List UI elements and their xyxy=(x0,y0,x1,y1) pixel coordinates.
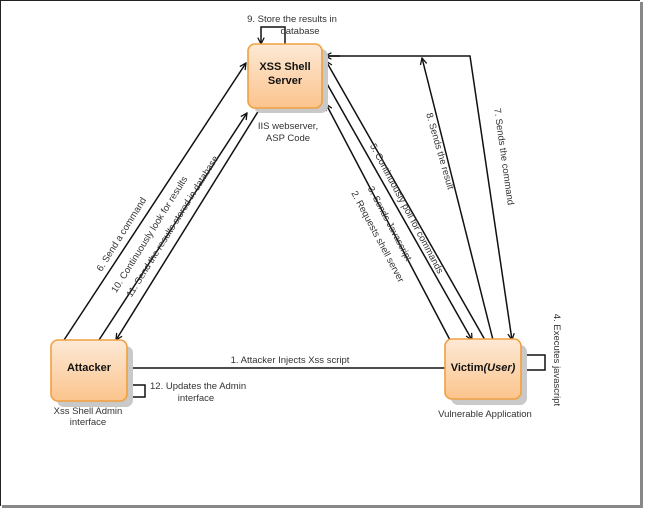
frame-shadow xyxy=(640,2,643,508)
edge-8-label: 8. Sends the result xyxy=(423,112,456,192)
svg-text:Victim(User): Victim(User) xyxy=(451,362,516,374)
edge-12-label-line2: interface xyxy=(178,393,214,404)
server-title-line2: Server xyxy=(268,75,303,87)
edge-7-label: 7. Sends the command xyxy=(491,108,515,206)
victim-title: Victim xyxy=(451,362,484,374)
edge-7-line xyxy=(326,55,512,340)
edge-12-label-line1: 12. Updates the Admin xyxy=(150,381,246,392)
attacker-caption-line1: Xss Shell Admin xyxy=(54,406,123,417)
attacker-caption-line2: interface xyxy=(70,417,106,428)
edge-11-line xyxy=(116,109,260,340)
edge-9-line xyxy=(261,26,286,44)
edge-4-line xyxy=(520,354,546,370)
server-title-line1: XSS Shell xyxy=(259,61,310,73)
server-caption-line2: ASP Code xyxy=(266,133,310,144)
edge-5-line xyxy=(326,61,486,341)
edge-4-label: 4. Executes javascript xyxy=(551,314,562,407)
attacker-title: Attacker xyxy=(67,362,112,374)
edge-12-line xyxy=(126,384,146,397)
edge-2-line xyxy=(326,104,451,341)
edge-8-line xyxy=(422,58,494,341)
edge-9-label-line1: 9. Store the results in xyxy=(247,14,337,25)
node-attacker[interactable]: Attacker xyxy=(50,339,133,407)
edge-3-line xyxy=(325,81,472,340)
edge-9-label-line2: database xyxy=(280,26,319,37)
diagram-frame xyxy=(0,0,640,506)
node-server[interactable]: XSS Shell Server xyxy=(247,43,328,113)
node-victim[interactable]: Victim(User) xyxy=(444,338,527,405)
victim-caption: Vulnerable Application xyxy=(438,409,532,420)
edge-6-label: 6. Send a command xyxy=(95,196,149,274)
frame-shadow xyxy=(2,505,643,508)
server-caption-line1: IIS webserver, xyxy=(258,121,318,132)
edge-6-line xyxy=(63,63,246,341)
edge-1-label: 1. Attacker Injects Xss script xyxy=(231,355,350,366)
edge-10-line xyxy=(98,113,247,341)
victim-title-italic: (User) xyxy=(484,362,516,374)
